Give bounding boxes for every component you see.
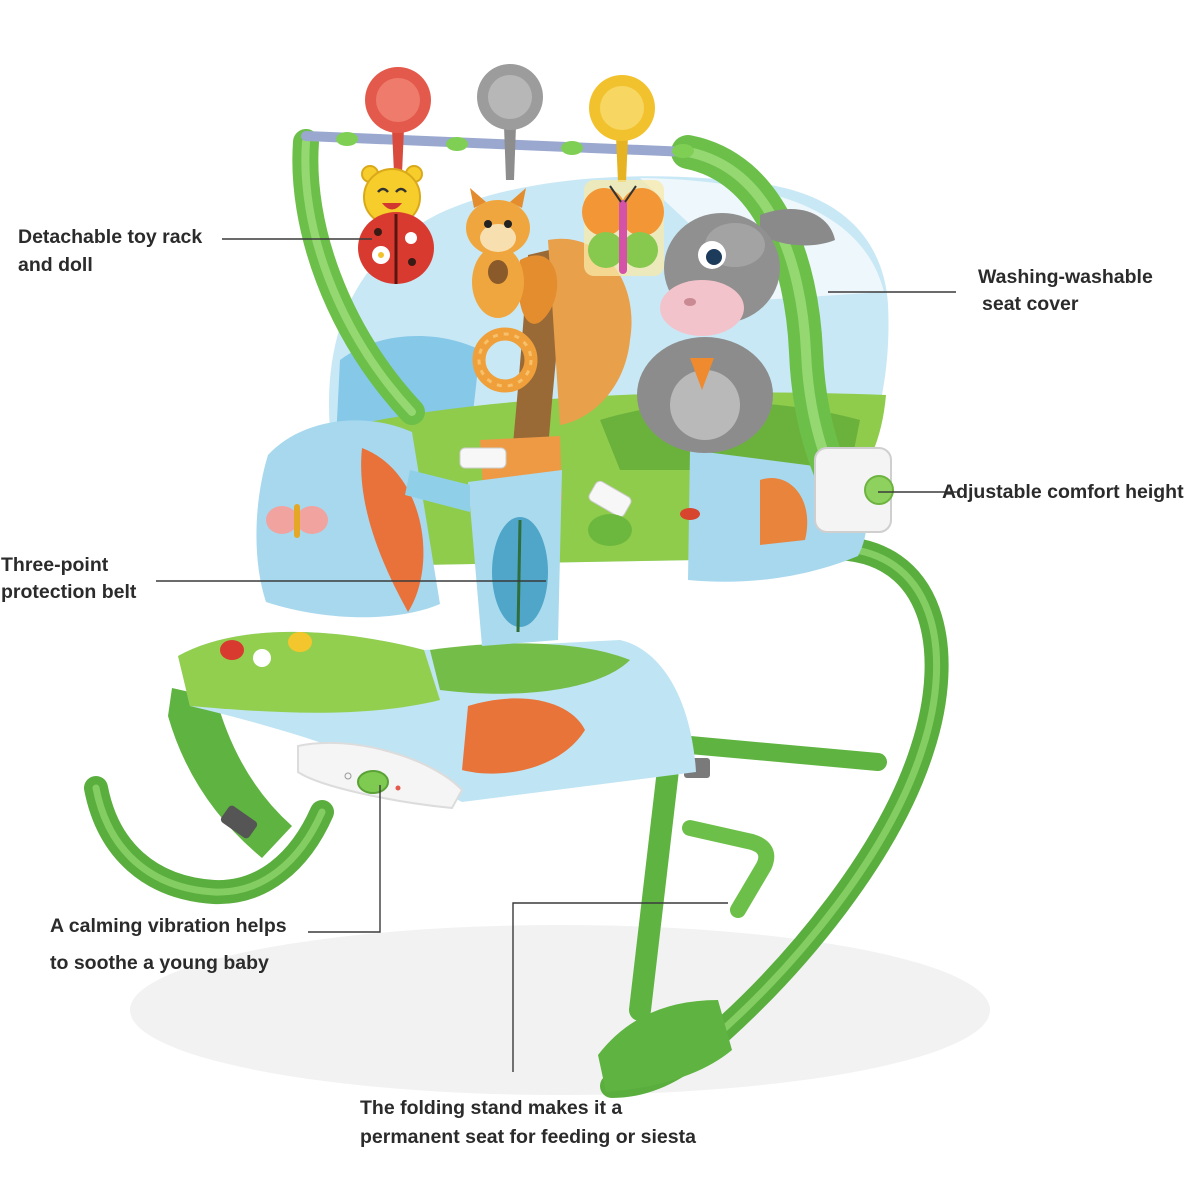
toy-bar-connector — [561, 141, 583, 155]
butterfly-wing-lower-right — [622, 232, 658, 268]
support-leg — [629, 759, 679, 1021]
vibration-unit — [297, 741, 464, 810]
leader-line-folding-stand — [512, 902, 728, 1072]
bee-eye-right — [395, 187, 407, 193]
toy-bar-connector — [672, 144, 694, 158]
frog-decoration — [588, 514, 632, 546]
squirrel-ear-left — [470, 188, 486, 208]
yellow-disc-stem — [616, 136, 628, 182]
rear-crossbar — [681, 736, 887, 771]
left-runner-highlight — [92, 784, 326, 896]
folding-stand — [682, 820, 775, 918]
callout-line: A calming vibration helps — [50, 915, 287, 937]
callout-line: Adjustable comfort height — [942, 481, 1184, 503]
callout-comfort-height: Adjustable comfort height — [942, 478, 1184, 506]
right-belt-clip — [588, 480, 632, 518]
red-disc-stem — [392, 128, 404, 174]
callout-vibration: A calming vibration helps to soothe a yo… — [50, 908, 287, 982]
strap-leaf-vein — [516, 519, 522, 633]
height-adjuster — [814, 447, 894, 533]
toy-bar-connector — [446, 137, 468, 151]
leader-lines — [156, 238, 958, 1072]
teether-ring-detail — [477, 332, 533, 388]
wing-butterfly-right — [296, 506, 328, 534]
left-runner — [84, 776, 334, 905]
left-shoulder-strap — [405, 470, 470, 512]
donkey-belly — [670, 370, 740, 440]
squirrel-tail — [518, 255, 558, 324]
height-adjuster-button — [864, 475, 894, 505]
callout-belt: Three-point protection belt — [1, 552, 136, 606]
squirrel-face — [480, 224, 516, 252]
vibration-button — [357, 770, 389, 794]
butterfly-wing-lower-left — [588, 232, 624, 268]
callout-line: Three-point — [1, 554, 109, 576]
butterfly-wing-upper-right — [620, 188, 664, 236]
vibration-indicator-left — [344, 772, 352, 780]
three-point-belt — [405, 436, 632, 646]
donkey-pupil — [706, 249, 722, 265]
donkey-ear — [760, 209, 835, 246]
butterfly-toy — [582, 180, 664, 276]
callout-seat-cover: Washing-washable seat cover — [978, 264, 1153, 318]
squirrel-toy — [466, 188, 558, 393]
squirrel-eye-right — [504, 220, 512, 228]
gray-disc-inner — [488, 75, 532, 119]
callout-line: seat cover — [982, 293, 1079, 315]
seat-ladybug — [220, 640, 244, 660]
left-side-wing — [256, 420, 440, 618]
callout-folding-stand: The folding stand makes it a permanent s… — [360, 1094, 696, 1152]
ladybug-dot — [374, 228, 382, 236]
callout-line: The folding stand makes it a — [360, 1097, 623, 1119]
toy-bar-left-arch-highlight — [301, 138, 416, 416]
butterfly-antenna — [609, 185, 637, 203]
bee-mouth — [382, 203, 402, 210]
wing-butterfly-left — [266, 506, 298, 534]
squirrel-eye-left — [484, 220, 492, 228]
donkey-print — [637, 209, 835, 453]
callout-line: protection belt — [1, 581, 137, 603]
seat-orange-leaf — [462, 698, 585, 774]
seat-flower — [253, 649, 271, 667]
donkey-carrot — [690, 358, 714, 390]
donkey-muzzle — [660, 280, 744, 336]
callout-line: and doll — [18, 254, 93, 276]
callout-toy-rack: Detachable toy rack and doll — [18, 223, 202, 279]
orange-foliage — [548, 238, 632, 425]
toy-rack — [292, 64, 847, 487]
yellow-disc-inner — [600, 86, 644, 130]
ladybug-flower — [405, 232, 417, 244]
donkey-nostril — [684, 298, 696, 306]
bee-eye-left — [377, 187, 389, 193]
butterfly-body — [619, 200, 627, 274]
seat-green-leaf — [430, 643, 630, 694]
right-wing-orange-patch — [760, 478, 808, 545]
butterfly-wing-upper-left — [582, 188, 626, 236]
ladybug-flower-center — [378, 252, 384, 258]
front-foot — [598, 1000, 732, 1092]
leader-line-vibration — [308, 785, 381, 933]
ladybug-dot — [408, 258, 416, 266]
toy-bar-right-arch-highlight — [683, 147, 835, 475]
wing-butterfly-body — [294, 504, 300, 538]
seat-bee — [288, 632, 312, 652]
red-disc-inner — [376, 78, 420, 122]
gray-disc-stem — [504, 126, 516, 180]
squirrel-acorn — [488, 260, 508, 284]
vibration-indicator-right — [395, 785, 401, 791]
fish-decoration — [680, 508, 700, 520]
callout-line: permanent seat for feeding or siesta — [360, 1126, 696, 1148]
left-front-leg — [168, 688, 292, 858]
squirrel-ear-right — [510, 188, 526, 208]
toy-bar-connector — [336, 132, 358, 146]
seat-cushion — [178, 631, 696, 802]
callout-line: Detachable toy rack — [18, 226, 203, 248]
bee-ladybug-toy — [358, 165, 434, 284]
left-wing-orange-leaf — [361, 448, 424, 612]
left-hinge — [220, 805, 258, 839]
left-belt-clip — [459, 447, 507, 469]
callout-line: to soothe a young baby — [50, 952, 269, 974]
callout-line: Washing-washable — [978, 266, 1153, 288]
